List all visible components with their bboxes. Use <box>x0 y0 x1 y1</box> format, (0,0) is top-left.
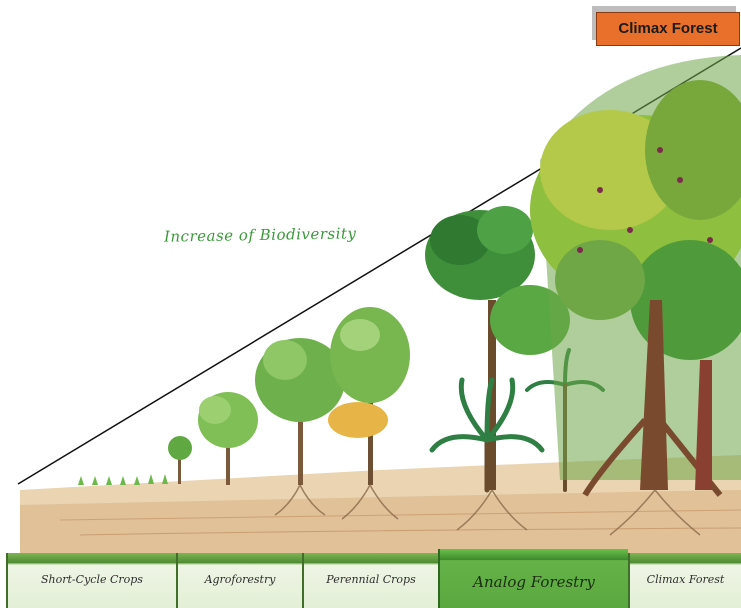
stage-cap <box>8 553 176 563</box>
stage-analog-forestry: Analog Forestry <box>438 549 628 608</box>
stage-label: Perennial Crops <box>326 573 416 586</box>
soil-layer <box>20 455 741 560</box>
stage-label: Analog Forestry <box>473 573 595 591</box>
perennial-trees <box>328 307 410 485</box>
stage-label: Climax Forest <box>646 573 725 586</box>
biodiversity-label: Increase of Biodiversity <box>163 224 357 246</box>
stage-cap <box>440 549 628 560</box>
stage-cap <box>304 553 438 563</box>
stage-short-cycle-crops: Short-Cycle Crops <box>6 553 176 608</box>
tree-illustration <box>425 206 570 490</box>
roots <box>274 484 701 536</box>
stage-cap <box>178 553 302 563</box>
young-trees <box>168 338 345 485</box>
seedling-illustration <box>78 474 168 485</box>
stage-perennial-crops: Perennial Crops <box>302 553 438 608</box>
stage-cap <box>630 553 741 563</box>
stage-label: Short-Cycle Crops <box>41 573 143 586</box>
climax-forest-tag: Climax Forest <box>596 12 740 46</box>
stage-agroforestry: Agroforestry <box>176 553 302 608</box>
succession-stage-bar: Short-Cycle Crops Agroforestry Perennial… <box>0 549 741 608</box>
stage-label: Agroforestry <box>204 573 276 586</box>
climax-canopy <box>530 55 741 497</box>
stage-climax-forest: Climax Forest <box>628 553 741 608</box>
